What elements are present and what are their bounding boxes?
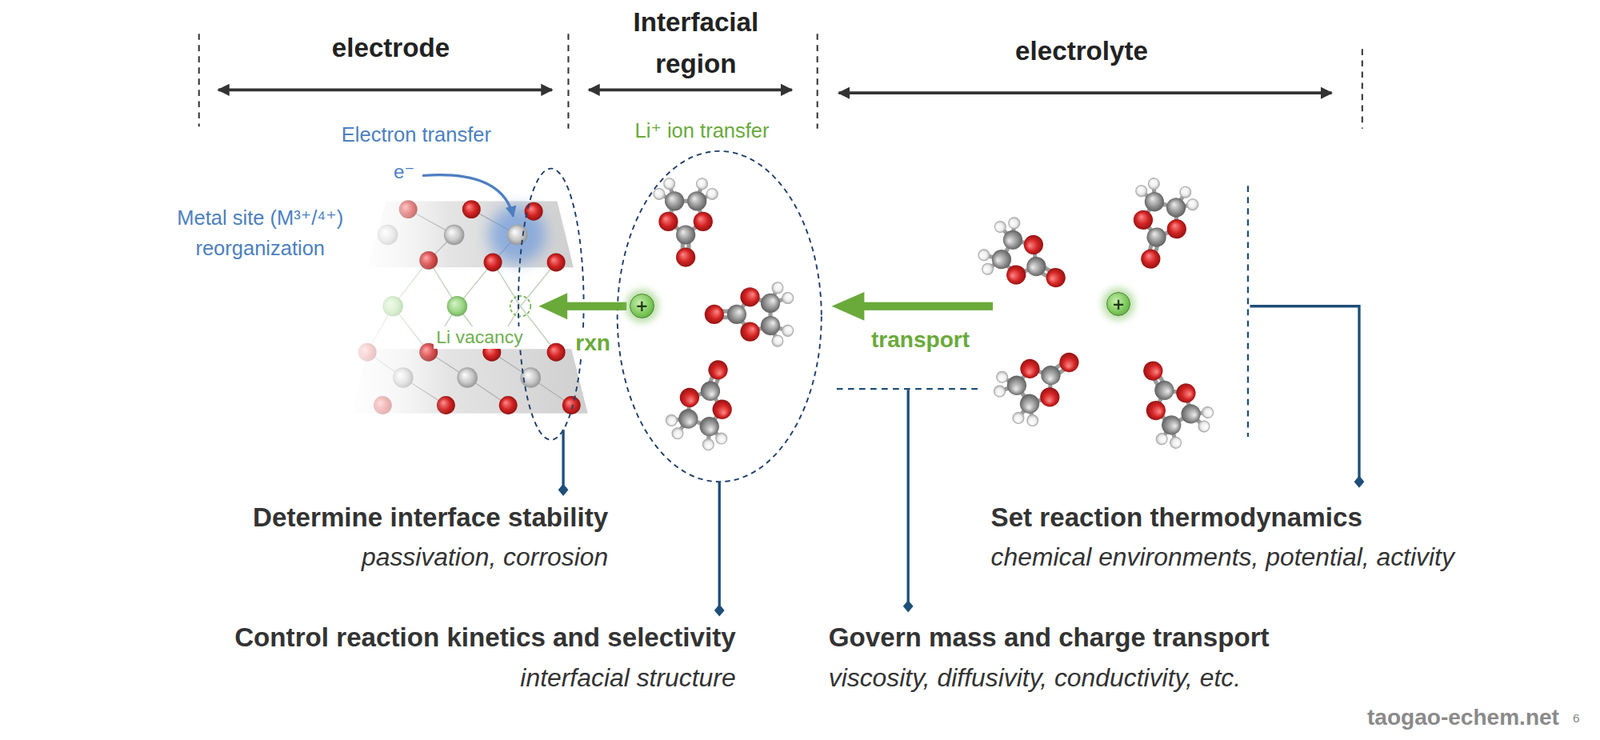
region-heading: electrolyte <box>1015 35 1148 68</box>
charge-sign: + <box>635 298 648 314</box>
bulk-boundaries <box>836 185 1248 437</box>
li-ion: + <box>629 293 655 319</box>
page-number: 6 <box>1572 711 1580 726</box>
role-heading: Determine interface stability <box>252 501 608 534</box>
role-detail: interfacial structure <box>520 662 736 693</box>
region-heading: electrode <box>332 32 450 64</box>
process-label: Metal site (M³⁺/⁴⁺) reorganization <box>152 202 368 264</box>
solvent-molecules <box>653 174 1221 456</box>
electron-symbol: e⁻ <box>391 160 417 184</box>
process-label: Li⁺ ion transfer <box>632 118 772 144</box>
watermark: taogao-echem.net <box>1367 704 1560 732</box>
role-heading: Control reaction kinetics and selectivit… <box>234 621 736 654</box>
role-detail: passivation, corrosion <box>361 541 608 572</box>
site-label: Li vacancy <box>433 326 525 349</box>
role-detail: chemical environments, potential, activi… <box>991 541 1455 572</box>
region-heading: Interfacial region <box>619 1 772 84</box>
arrow-label: transport <box>868 326 972 354</box>
arrow-label: rxn <box>572 329 613 357</box>
role-heading: Set reaction thermodynamics <box>991 501 1363 534</box>
role-detail: viscosity, diffusivity, conductivity, et… <box>828 662 1241 693</box>
electrode-lattice <box>336 188 588 424</box>
charge-sign: + <box>1112 296 1125 312</box>
electron-arrow <box>422 175 514 217</box>
ion-arrows <box>538 292 993 321</box>
interfacial-region-ellipse <box>617 151 822 482</box>
process-label: Electron transfer <box>339 122 494 148</box>
role-heading: Govern mass and charge transport <box>828 621 1270 654</box>
span-arrows <box>218 89 1332 93</box>
li-ion: + <box>1106 292 1132 317</box>
